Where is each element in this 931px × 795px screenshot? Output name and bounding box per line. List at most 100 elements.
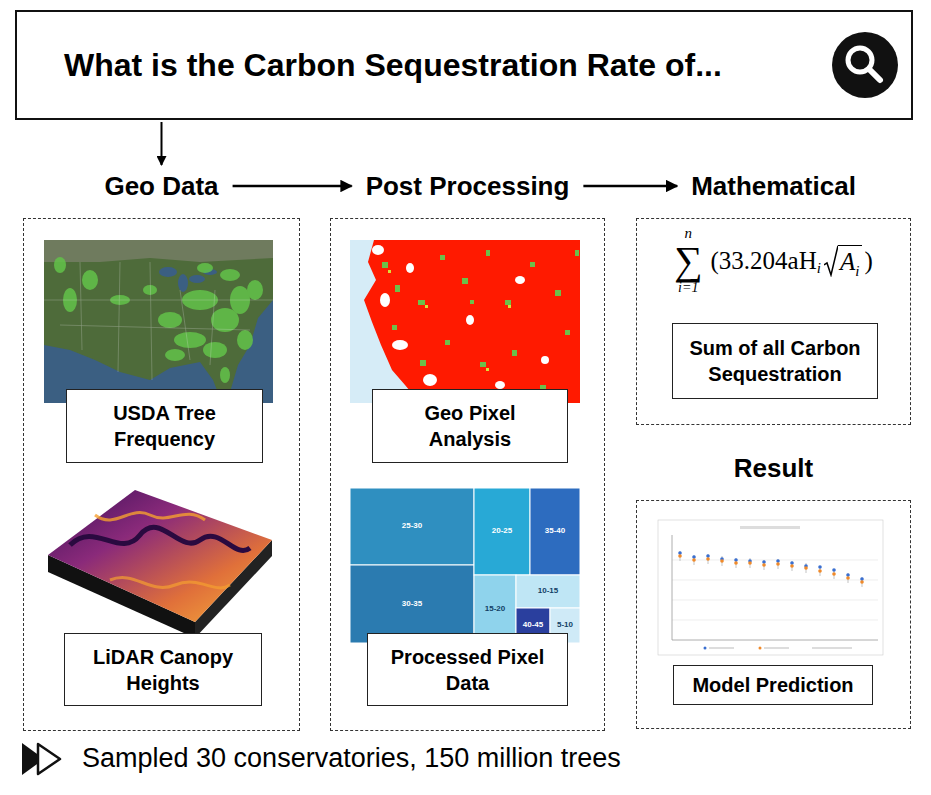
prediction-chart-part — [680, 551, 862, 587]
caption-box: Geo Pixel Analysis — [372, 389, 568, 463]
geo-pixel-map-part — [350, 240, 420, 403]
prediction-chart-part-part — [672, 620, 878, 621]
geo-pixel-map-part-part — [466, 315, 474, 325]
treemap-part — [350, 488, 474, 565]
prediction-chart-part-part — [672, 600, 878, 601]
caption-text: USDA Tree Frequency — [77, 400, 252, 452]
geo-pixel-map-part-part — [575, 250, 579, 256]
prediction-chart-part-part — [692, 558, 696, 562]
us-tree-map-part-part — [60, 325, 250, 330]
geo-pixel-map-part-part — [462, 278, 468, 284]
flow-arrow — [583, 185, 677, 188]
prediction-chart-part-part — [678, 554, 682, 558]
us-tree-map-part-part — [44, 300, 273, 301]
geo-pixel-map-part-part — [508, 305, 511, 308]
us-tree-map — [44, 240, 273, 403]
geo-pixel-map-part-part — [505, 300, 511, 305]
us-tree-map-part — [44, 240, 273, 403]
stage-heading: Geo Data — [104, 171, 218, 201]
us-tree-map-part-part — [247, 280, 263, 300]
prediction-chart-part-part — [748, 561, 752, 565]
formula-term: ∑ — [674, 241, 703, 281]
us-tree-map-part-part — [150, 262, 152, 380]
treemap-cell-label: 10-15 — [538, 587, 558, 595]
flow-arrow — [161, 122, 163, 165]
treemap-part — [350, 565, 474, 643]
treemap-cell-label: 15-20 — [485, 605, 505, 613]
geo-pixel-map-part-part — [495, 381, 505, 389]
caption-text: Model Prediction — [692, 672, 853, 698]
search-box: What is the Carbon Sequestration Rate of… — [15, 10, 913, 120]
geo-pixel-map-part — [382, 250, 579, 395]
caption-box: Processed Pixel Data — [367, 633, 568, 706]
treemap-cell-label: 5-10 — [557, 621, 573, 629]
geo-pixel-map-part-part — [470, 300, 474, 304]
geo-pixel-map-part-part — [445, 340, 450, 345]
prediction-chart-part-part — [672, 580, 878, 581]
geo-pixel-map-part-part — [480, 362, 486, 367]
prediction-chart-part — [704, 647, 853, 650]
lidar-terrain-part — [95, 513, 205, 520]
stage-panel: ResultModel Prediction — [636, 500, 911, 729]
geo-pixel-map-part — [350, 240, 580, 403]
geo-pixel-map-part-part — [423, 374, 437, 386]
formula-term: (33.204aH — [711, 247, 817, 275]
prediction-chart-part — [672, 535, 673, 640]
search-icon — [832, 32, 898, 98]
prediction-chart-part-part — [776, 562, 780, 566]
prediction-chart-part — [678, 554, 864, 584]
caption-text: Sum of all Carbon Sequestration — [683, 335, 867, 387]
prediction-chart-part-part — [832, 568, 836, 572]
geo-pixel-map-part-part — [440, 255, 445, 260]
geo-pixel-map-part-part — [388, 270, 391, 273]
caption-box: Model Prediction — [673, 665, 873, 705]
us-tree-map-part-part — [237, 330, 253, 350]
caption-box: LiDAR Canopy Heights — [64, 633, 262, 706]
prediction-chart-part-part — [704, 647, 707, 650]
prediction-chart-part-part — [734, 561, 738, 565]
prediction-chart-part — [740, 526, 800, 529]
geo-pixel-map-part-part — [541, 356, 549, 364]
treemap-cell-label: 25-30 — [402, 522, 422, 530]
us-tree-map-part — [178, 274, 188, 292]
treemap-cell-label: 35-40 — [545, 527, 565, 535]
us-tree-map-part-part — [180, 290, 190, 360]
us-tree-map-part-part — [158, 312, 182, 328]
prediction-chart-part-part — [818, 565, 822, 569]
prediction-chart-part-part — [706, 557, 710, 561]
prediction-chart-part-part — [832, 572, 836, 576]
prediction-chart-part-part — [804, 566, 808, 570]
geo-pixel-map — [350, 240, 580, 403]
geo-pixel-map-part — [372, 245, 549, 400]
geo-pixel-map-part-part — [392, 340, 408, 350]
caption-box: Sum of all Carbon Sequestration — [672, 323, 878, 399]
prediction-chart-part-part — [672, 560, 878, 561]
stage-panel: Post ProcessingGeo Pixel AnalysisProcess… — [330, 218, 605, 731]
formula-term: i — [855, 263, 859, 280]
geo-pixel-map-part-part — [425, 305, 428, 308]
prediction-chart-part — [672, 640, 878, 641]
formula-term: A — [840, 248, 855, 276]
prediction-chart-part — [672, 560, 878, 620]
us-tree-map-part-part — [220, 269, 240, 281]
prediction-chart-part-part — [790, 564, 794, 568]
flow-arrow — [233, 185, 352, 188]
lidar-terrain — [48, 490, 272, 638]
radicand: Ai — [838, 245, 862, 277]
us-tree-map-part-part — [220, 367, 230, 383]
caption-box: USDA Tree Frequency — [66, 389, 263, 463]
geo-pixel-map-part-part — [406, 263, 414, 273]
geo-pixel-map-part-part — [512, 350, 517, 356]
us-tree-map-part — [44, 240, 273, 262]
us-tree-map-part — [54, 257, 263, 383]
radical-sign — [824, 245, 838, 277]
treemap — [350, 488, 580, 643]
us-tree-map-part-part — [54, 257, 66, 273]
prediction-chart-part — [678, 551, 864, 581]
us-tree-map-part-part — [197, 263, 213, 273]
sum-limits: n∑i=1 — [674, 226, 703, 295]
prediction-chart-part-part — [759, 647, 762, 650]
geo-pixel-map-part-part — [395, 285, 400, 292]
stage-panel: Geo DataUSDA Tree FrequencyLiDAR Canopy … — [23, 218, 300, 731]
